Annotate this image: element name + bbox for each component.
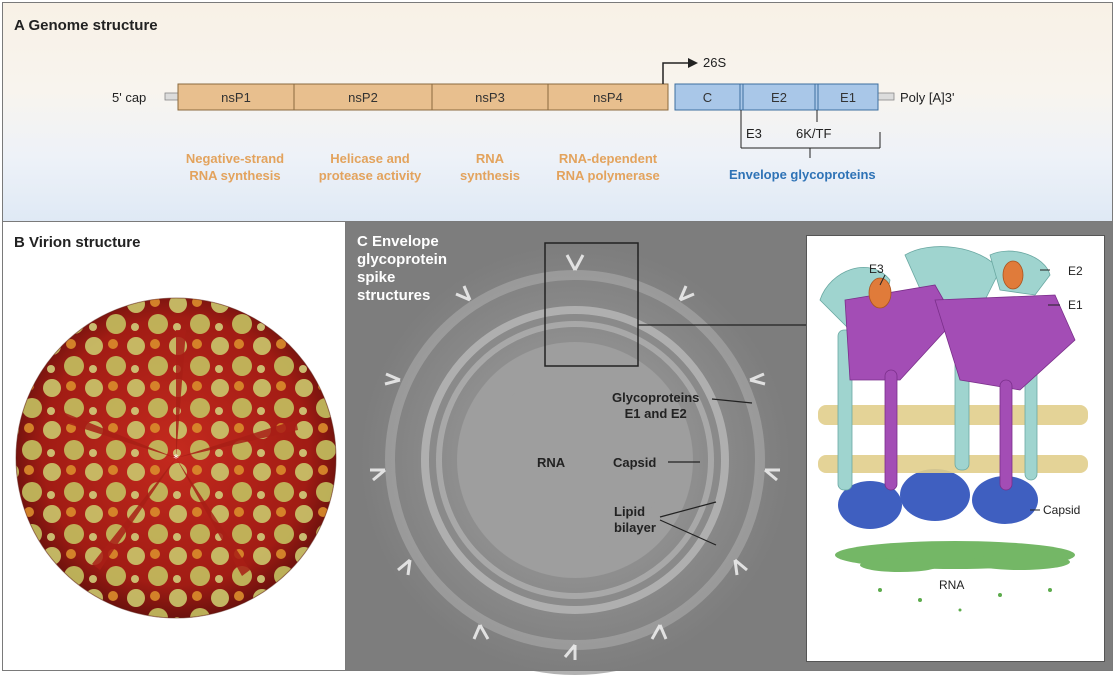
inset-rna-label: RNA <box>939 578 965 592</box>
gene-e3-label: E3 <box>746 126 762 141</box>
lipid-bilayer-outer <box>421 306 729 614</box>
capsid-label: Capsid <box>613 455 657 470</box>
panel-b-title: B Virion structure <box>14 234 141 251</box>
panel-a-title: A Genome structure <box>14 17 158 34</box>
selection-box <box>544 242 639 367</box>
inset-e3-label: E3 <box>869 262 884 276</box>
promoter-label: 26S <box>703 55 727 70</box>
lipid-bilayer-label: Lipid bilayer <box>614 504 656 535</box>
gene-c: C <box>702 90 713 105</box>
envelope-glycoproteins-label: Envelope glycoproteins <box>729 167 876 182</box>
function-nsp1: Negative-strand RNA synthesis <box>185 151 285 183</box>
gene-nsp1: nsP1 <box>221 90 251 105</box>
gene-6k-label: 6K/TF <box>796 126 832 141</box>
gene-nsp3: nsP3 <box>475 90 505 105</box>
lipid-bilayer-inner <box>436 321 714 599</box>
genome-structure-panel <box>3 3 1112 221</box>
gene-nsp4: nsP4 <box>593 90 623 105</box>
five-prime-label: 5' cap <box>112 90 147 105</box>
glycoproteins-label: Glycoproteins E1 and E2 <box>612 390 700 421</box>
nonstructural-block <box>177 83 669 111</box>
function-nsp3: RNA synthesis <box>460 151 520 183</box>
spike-glyphs <box>370 254 780 660</box>
inset-capsid-label: Capsid <box>1043 503 1081 517</box>
rna-label: RNA <box>537 455 566 470</box>
three-prime-label: Poly [A]3' <box>900 90 955 105</box>
promoter-arrow <box>662 62 688 84</box>
function-nsp4: RNA-dependent RNA polymerase <box>556 151 660 183</box>
structural-block <box>674 83 879 111</box>
function-nsp2: Helicase and protease activity <box>318 151 422 183</box>
panel-c-title: C Envelope glycoprotein spike structures <box>357 233 448 304</box>
inset-e2-label: E2 <box>1068 264 1083 278</box>
svg-text:*: * <box>173 452 179 465</box>
gene-e1: E1 <box>840 90 856 105</box>
gene-nsp2: nsP2 <box>348 90 378 105</box>
rna-core <box>485 370 665 550</box>
inset-e1-label: E1 <box>1068 298 1083 312</box>
gene-e2: E2 <box>771 90 787 105</box>
